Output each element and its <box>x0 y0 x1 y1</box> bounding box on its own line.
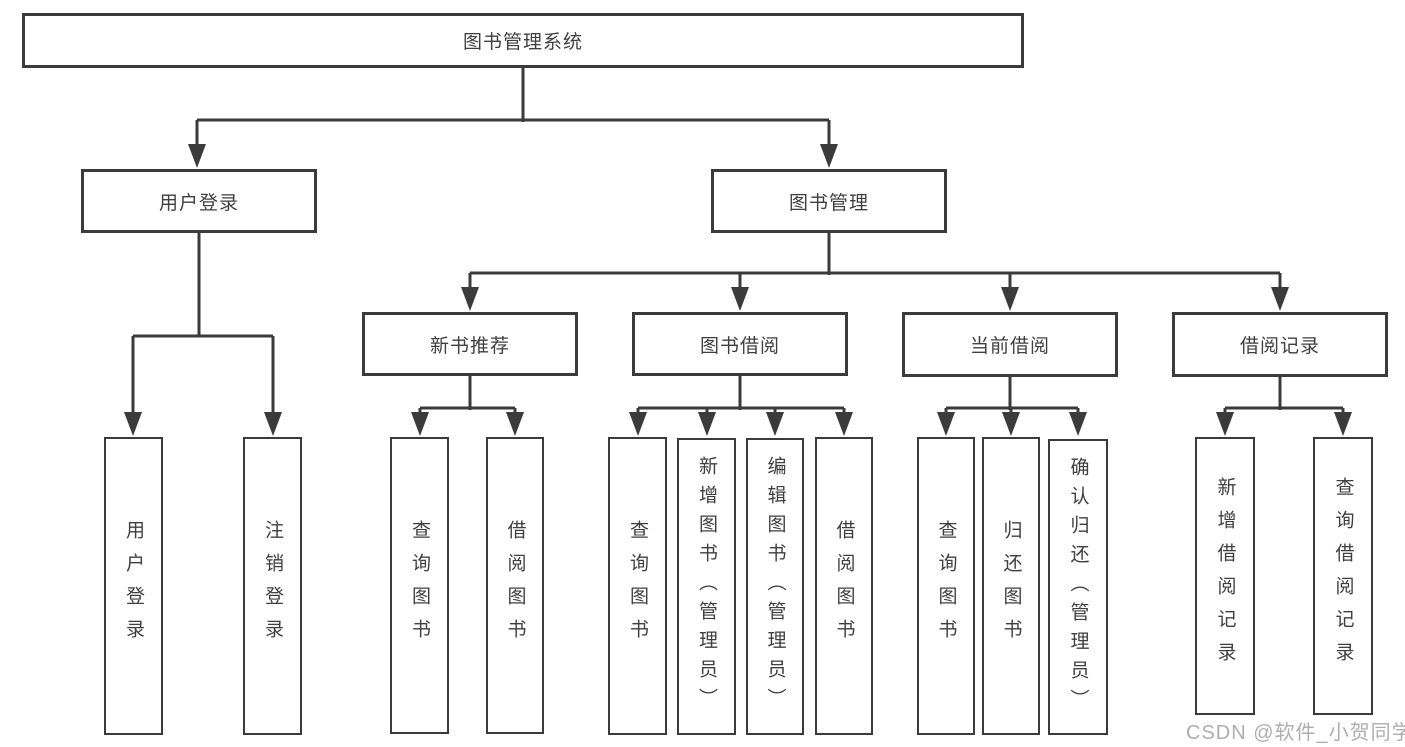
node-book-management: 图书管理 <box>711 169 947 233</box>
arrow-icon <box>461 287 479 311</box>
node-book-borrowing: 图书借阅 <box>632 312 848 376</box>
arrow-icon <box>629 412 647 436</box>
arrow-icon <box>1271 287 1289 311</box>
arrow-icon <box>1069 412 1087 436</box>
leaf-query-books-2: 查询图书 <box>608 437 667 735</box>
node-library-system: 图书管理系统 <box>22 13 1024 68</box>
arrow-icon <box>698 412 716 436</box>
leaf-add-book-admin: 新增图书（管理员） <box>677 438 736 735</box>
arrow-icon <box>1216 412 1234 436</box>
node-borrowing-records: 借阅记录 <box>1172 312 1388 377</box>
leaf-query-books-1: 查询图书 <box>390 437 449 734</box>
arrow-icon <box>264 412 282 436</box>
leaf-query-books-3: 查询图书 <box>917 437 975 735</box>
node-current-borrowing: 当前借阅 <box>902 312 1118 377</box>
leaf-borrow-books-1: 借阅图书 <box>486 437 544 734</box>
leaf-borrow-books-2: 借阅图书 <box>815 437 873 735</box>
arrow-icon <box>1334 412 1352 436</box>
arrow-icon <box>1001 287 1019 311</box>
arrow-icon <box>1002 412 1020 436</box>
leaf-return-books: 归还图书 <box>982 437 1040 735</box>
leaf-confirm-return-admin: 确认归还（管理员） <box>1048 439 1108 735</box>
arrow-icon <box>766 412 784 436</box>
leaf-edit-book-admin: 编辑图书（管理员） <box>746 438 804 735</box>
leaf-add-borrow-record: 新增借阅记录 <box>1195 437 1255 715</box>
arrow-icon <box>731 287 749 311</box>
arrowheads <box>124 144 1352 436</box>
arrow-icon <box>411 412 429 436</box>
arrow-icon <box>835 412 853 436</box>
arrow-icon <box>188 144 206 168</box>
arrow-icon <box>506 412 524 436</box>
arrow-icon <box>124 412 142 436</box>
leaf-logout: 注销登录 <box>243 437 302 735</box>
leaf-query-borrow-record: 查询借阅记录 <box>1313 437 1373 715</box>
node-new-book-recommend: 新书推荐 <box>362 312 578 376</box>
csdn-watermark: CSDN @软件_小贺同学 <box>1186 722 1405 744</box>
node-user-login: 用户登录 <box>81 169 317 233</box>
arrow-icon <box>820 144 838 168</box>
arrow-icon <box>937 412 955 436</box>
leaf-user-login: 用户登录 <box>104 437 163 735</box>
